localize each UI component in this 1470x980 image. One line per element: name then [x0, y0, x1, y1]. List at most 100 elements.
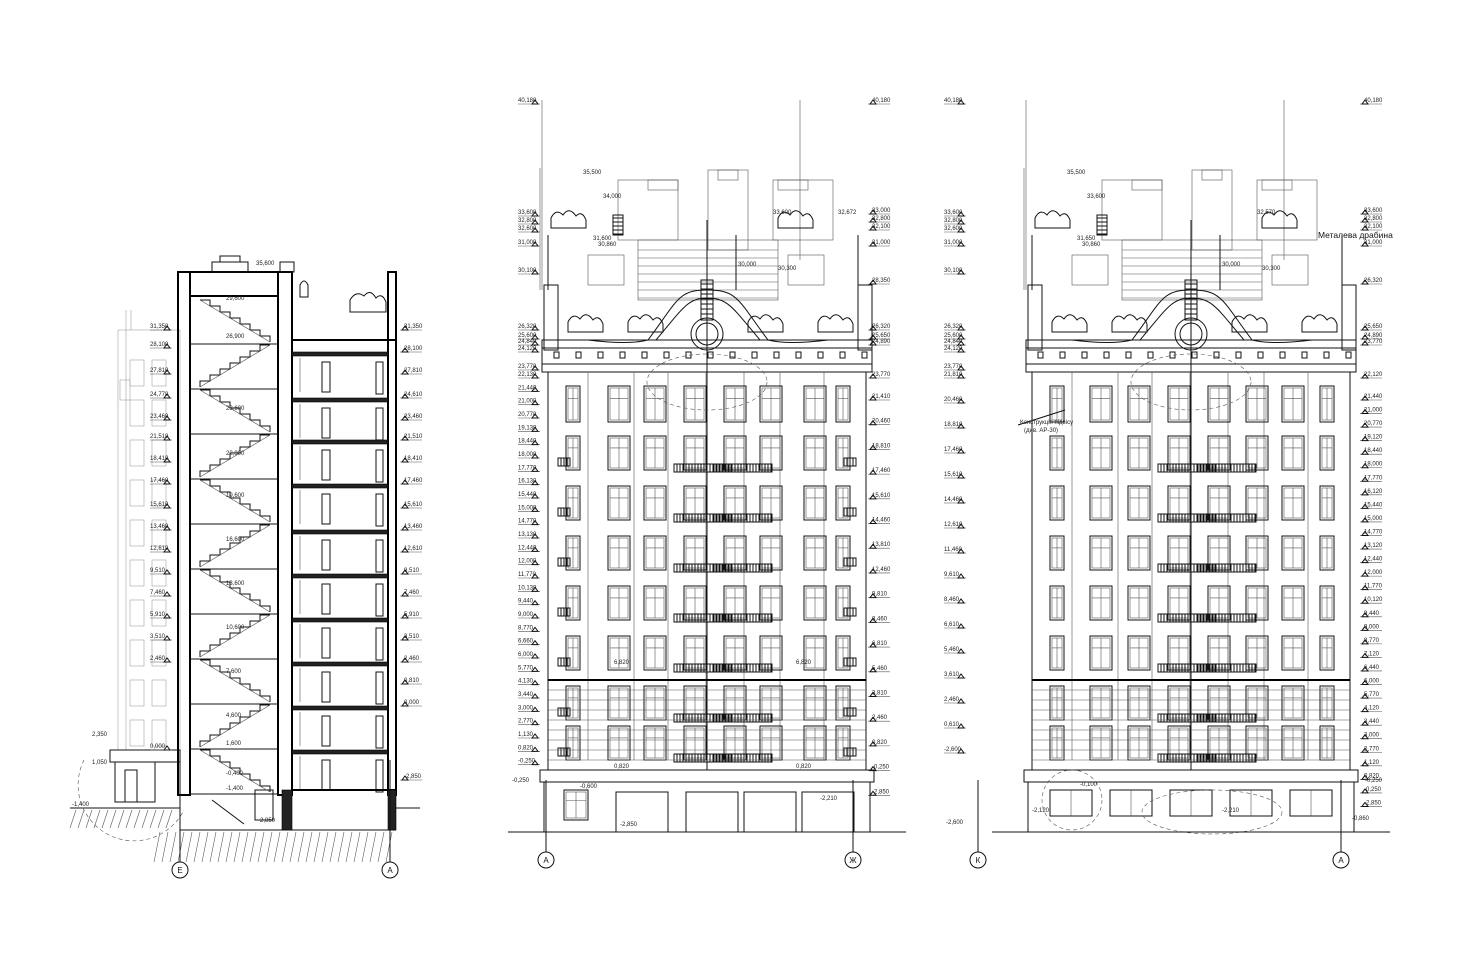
level-triangle — [1361, 373, 1369, 379]
elevation-left-mark: 19,130 — [518, 425, 540, 432]
level-mark-text: 28,350 — [872, 278, 891, 284]
window-frame — [1089, 585, 1113, 621]
level-triangle — [957, 473, 965, 479]
roof-ornament-right-top — [1261, 210, 1298, 229]
level-mark-text: 18,410 — [150, 456, 169, 462]
section-left-mark: 9,510 — [150, 568, 172, 575]
parapet-ornament — [627, 314, 664, 333]
balcony-rail-centre-right — [713, 753, 773, 763]
facade-window — [1281, 485, 1305, 521]
elevation-left-mark: 5,770 — [518, 665, 540, 672]
axis-bubble-elevation-2-right: А — [1332, 780, 1350, 869]
elevation-right-mark: 40,180 — [868, 98, 891, 105]
elevation-left-mark: 32,800 — [944, 218, 966, 225]
level-triangle — [401, 679, 409, 685]
facade-window — [1049, 635, 1065, 671]
parapet-pillar-left — [1027, 284, 1043, 351]
level-triangle — [163, 325, 171, 331]
axis-bubble-elevation-1-right: Ж — [844, 780, 862, 869]
outer-wall-right — [387, 271, 397, 796]
elevation-right-mark: 10,120 — [1360, 597, 1383, 604]
level-mark-text: 31,350 — [404, 324, 423, 330]
level-triangle — [1361, 449, 1369, 455]
level-triangle — [869, 395, 877, 401]
earth-hatch — [305, 831, 313, 863]
level-mark-text: 15,610 — [404, 502, 423, 508]
floor-slab — [291, 749, 389, 755]
level-triangle — [869, 518, 877, 525]
earth-hatch — [153, 831, 161, 863]
window-frame — [1281, 435, 1305, 471]
earth-hatch — [193, 831, 201, 863]
detail-callout-bottom — [1041, 769, 1103, 831]
facade-window — [565, 485, 581, 521]
window-frame — [803, 435, 827, 471]
cornice-dentil — [619, 351, 626, 359]
section-right-mark: 2,460 — [400, 656, 422, 663]
facade-window — [803, 585, 827, 621]
level-triangle — [531, 325, 539, 331]
bottom-level-text: -2,120 — [1032, 808, 1050, 814]
window-frame — [1207, 385, 1231, 423]
stair-wall-right — [277, 271, 293, 796]
window-frame — [1281, 585, 1305, 621]
earth-hatch — [313, 831, 321, 863]
level-triangle — [957, 99, 965, 105]
section-left-mark: 3,510 — [150, 634, 172, 641]
section-left-mark: 17,460 — [150, 478, 172, 485]
facade-window — [1127, 485, 1151, 521]
elevation-right-mark: 19,120 — [1360, 435, 1383, 442]
level-triangle — [1361, 598, 1369, 604]
elevation-left-mark: 5,460 — [944, 647, 966, 654]
detail-callout-top — [646, 353, 768, 411]
side-rail — [843, 507, 857, 517]
level-mark-text: 33,600 — [1364, 208, 1383, 214]
level-triangle — [1361, 693, 1369, 699]
level-triangle — [531, 426, 539, 432]
parapet-pillar-left — [543, 284, 559, 351]
elevation-left-mark: 40,180 — [944, 98, 966, 105]
elevation-right-mark: 23,770 — [868, 372, 891, 379]
earth-hatch — [257, 831, 265, 863]
facade-window — [803, 485, 827, 521]
roof-ornament-right-top — [777, 210, 814, 229]
facade-window — [835, 635, 851, 671]
level-mark-text: 31,000 — [518, 240, 537, 246]
elevation-left-mark: 10,130 — [518, 585, 540, 592]
stair-flight — [199, 704, 270, 747]
elevation-left-mark: 6,610 — [944, 622, 966, 629]
level-mark-text: 14,770 — [518, 519, 537, 525]
window-frame — [643, 535, 667, 571]
elevation-right-mark: 33,000 — [868, 208, 891, 215]
balcony-rail-centre-right — [713, 563, 773, 573]
basement-door — [254, 789, 274, 821]
side-rail — [557, 747, 571, 757]
window-frame — [835, 585, 851, 621]
section-right-mark: 24,610 — [400, 392, 423, 399]
elevation-left-mark: 24,840 — [944, 339, 966, 346]
cornice-dentil — [597, 351, 604, 359]
facade-window — [759, 385, 783, 423]
facade-window — [1319, 435, 1335, 471]
floor-slab — [291, 439, 389, 445]
window-section — [375, 407, 384, 441]
level-triangle — [401, 701, 409, 707]
floor-slab — [291, 397, 389, 403]
section-left-mark: 18,410 — [150, 456, 172, 463]
facade-window — [683, 385, 707, 423]
facade-window — [607, 635, 631, 671]
earth-hatch — [185, 831, 193, 863]
section-left-mark: 21,510 — [150, 434, 172, 441]
earth-hatch — [273, 831, 281, 863]
facade-window — [607, 585, 631, 621]
elevation-right-mark: 3,810 — [868, 690, 890, 697]
facade-window — [1207, 385, 1231, 423]
level-triangle — [1361, 422, 1369, 428]
window-frame — [683, 385, 707, 423]
level-triangle — [531, 365, 539, 371]
elevation-left-mark: 21,810 — [944, 372, 966, 379]
level-triangle — [957, 365, 965, 371]
elevation-1-facade — [508, 220, 906, 833]
facade-window — [1281, 385, 1305, 423]
